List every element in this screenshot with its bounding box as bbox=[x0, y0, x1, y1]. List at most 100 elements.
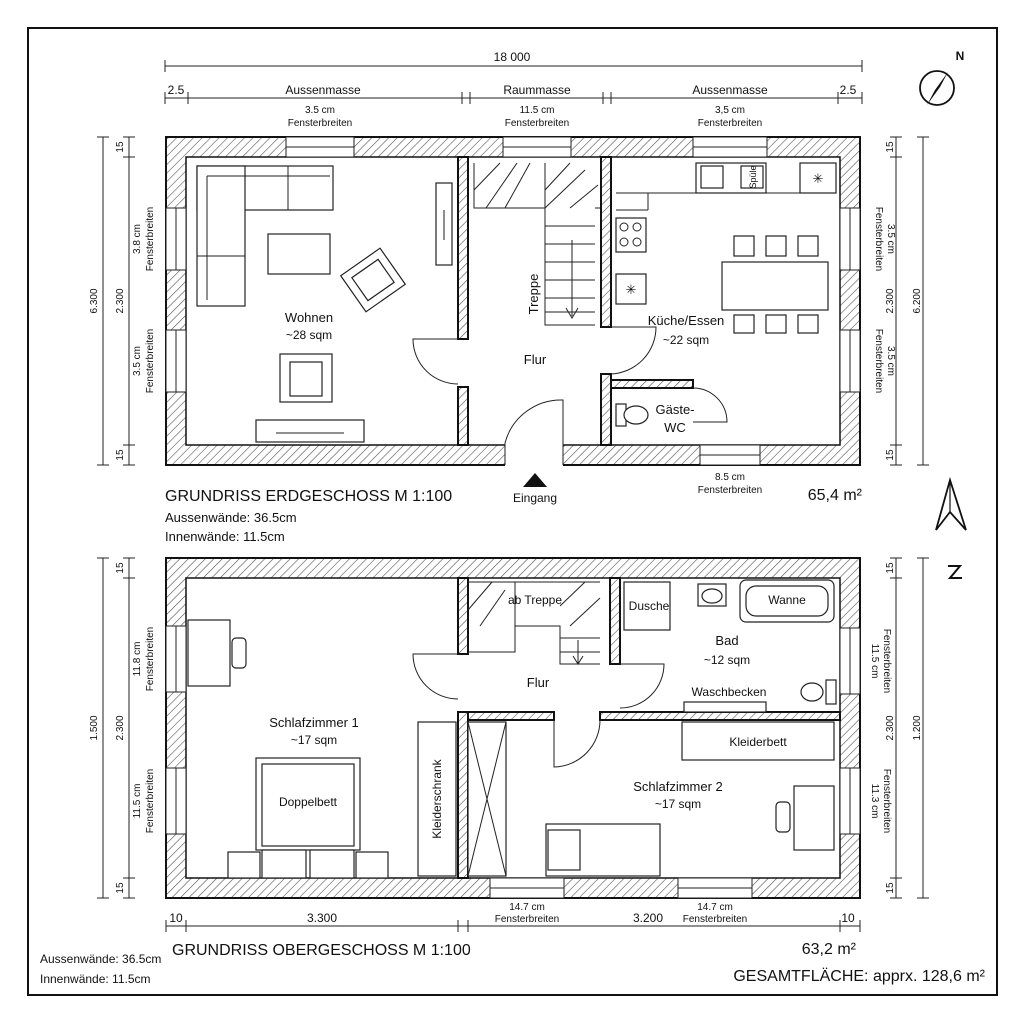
room-bad-area: ~12 sqm bbox=[704, 653, 750, 667]
svg-text:Fensterbreiten: Fensterbreiten bbox=[873, 329, 884, 393]
room-flur-eg: Flur bbox=[524, 352, 547, 367]
svg-text:Fensterbreiten: Fensterbreiten bbox=[683, 914, 747, 925]
desk-2 bbox=[793, 785, 835, 851]
entrance-label: Eingang bbox=[513, 491, 557, 505]
dim-right-total-eg: 6.200 bbox=[912, 288, 923, 313]
dim-bottom-left-small: 10 bbox=[169, 911, 183, 925]
sheet-frame bbox=[27, 27, 998, 996]
svg-text:✳: ✳ bbox=[813, 171, 824, 186]
armchair bbox=[339, 247, 407, 313]
dim-aussenmasse-left: Aussenmasse bbox=[285, 83, 361, 97]
double-bed bbox=[227, 757, 389, 879]
dim-right-win-a-eg: 3.5 cm bbox=[885, 224, 896, 254]
eg-title: GRUNDRISS ERDGESCHOSS M 1:100 bbox=[165, 488, 452, 505]
north-label: N bbox=[956, 49, 965, 63]
dim-left-mid-eg: 2.300 bbox=[115, 288, 126, 313]
svg-text:Fensterbreiten: Fensterbreiten bbox=[881, 629, 892, 693]
staircase bbox=[473, 162, 600, 326]
label-doppelbett: Doppelbett bbox=[279, 795, 338, 809]
armchair-2 bbox=[279, 353, 333, 403]
room-schlaf1: Schlafzimmer 1 bbox=[269, 715, 359, 730]
sink-icon bbox=[697, 583, 727, 607]
dim-right-mid-og: 2.300 bbox=[885, 715, 896, 740]
svg-text:✳: ✳ bbox=[626, 282, 637, 297]
dim-win-top-2-label: Fensterbreiten bbox=[505, 118, 569, 129]
dim-left-total-og: 1.500 bbox=[89, 715, 100, 740]
dim-win-top-1-label: Fensterbreiten bbox=[288, 118, 352, 129]
room-wohnen: Wohnen bbox=[285, 310, 333, 325]
dim-bottom-right-small: 10 bbox=[841, 911, 855, 925]
room-wohnen-area: ~28 sqm bbox=[286, 328, 332, 342]
og-area: 63,2 m² bbox=[802, 941, 857, 958]
dim-left-bot-og: 15 bbox=[115, 882, 126, 894]
wardrobe-1 bbox=[417, 721, 457, 877]
dim-right-mid-eg: 2.300 bbox=[885, 288, 896, 313]
footer-note-outer: Aussenwände: 36.5cm bbox=[40, 952, 161, 966]
room-schlaf2: Schlafzimmer 2 bbox=[633, 779, 723, 794]
label-waschbecken: Waschbecken bbox=[692, 685, 767, 699]
ground-floor-plan: Spüle ✳ ✳ bbox=[165, 136, 861, 487]
eg-right-dimensions: 6.200 2.300 15 15 Fensterbreiten 3.5 cm … bbox=[873, 136, 929, 466]
dim-top-left-small: 2.5 bbox=[168, 83, 185, 97]
dim-left-win-a-og: 11.8 cm bbox=[132, 642, 143, 677]
room-wc-line1: Gäste- bbox=[655, 402, 694, 417]
dim-win-top-1: 3.5 cm bbox=[305, 105, 335, 116]
dining-table bbox=[721, 261, 829, 311]
top-dimensions: 18 000 2.5 Aussenmasse Raummasse Aussenm… bbox=[164, 50, 863, 129]
tv-board bbox=[255, 419, 365, 443]
dim-right-win-b-eg: 3.5 cm bbox=[885, 346, 896, 376]
vanity bbox=[683, 701, 767, 713]
svg-text:Fensterbreiten: Fensterbreiten bbox=[145, 627, 156, 691]
room-bad: Bad bbox=[715, 633, 738, 648]
dim-left-top-eg: 15 bbox=[115, 141, 126, 153]
svg-text:Fensterbreiten: Fensterbreiten bbox=[145, 329, 156, 393]
label-dusche: Dusche bbox=[629, 599, 670, 613]
dim-bottom-mid-right: 3.200 bbox=[633, 911, 663, 925]
eg-left-dimensions: 6.300 2.300 15 15 3.8 cm Fensterbreiten … bbox=[89, 136, 156, 466]
north-arrow-mid-icon bbox=[935, 476, 967, 531]
dim-win-bottom-eg: 8.5 cm bbox=[715, 472, 745, 483]
room-flur-og: Flur bbox=[527, 675, 550, 690]
dim-bottom-mid-left: 3.300 bbox=[307, 911, 337, 925]
dim-aussenmasse-right: Aussenmasse bbox=[692, 83, 768, 97]
toilet-og-icon bbox=[800, 679, 837, 705]
og-left-dimensions: 1.500 2.300 15 15 11.8 cm Fensterbreiten… bbox=[89, 557, 156, 899]
room-schlaf2-area: ~17 sqm bbox=[655, 797, 701, 811]
sofa-corner bbox=[196, 165, 334, 307]
label-kleiderbett: Kleiderbett bbox=[729, 735, 787, 749]
dim-raummasse: Raummasse bbox=[503, 83, 571, 97]
eg-note-inner: Innenwände: 11.5cm bbox=[165, 529, 285, 544]
total-area: GESAMTFLÄCHE: apprx. 128,6 m² bbox=[733, 967, 985, 985]
dim-win-bottom-og-1: 14.7 cm bbox=[509, 902, 545, 913]
dim-right-bot-eg: 15 bbox=[885, 449, 896, 461]
dim-left-mid-og: 2.300 bbox=[115, 715, 126, 740]
room-treppe: Treppe bbox=[526, 274, 541, 315]
wardrobe-2 bbox=[467, 721, 507, 877]
north-arrow-small-icon bbox=[947, 565, 963, 579]
svg-text:Fensterbreiten: Fensterbreiten bbox=[881, 769, 892, 833]
dim-left-win-b-eg: 3.5 cm bbox=[132, 346, 143, 376]
room-schlaf1-area: ~17 sqm bbox=[291, 733, 337, 747]
svg-text:Fensterbreiten: Fensterbreiten bbox=[495, 914, 559, 925]
coffee-table bbox=[267, 233, 331, 275]
dim-right-total-og: 1.200 bbox=[912, 715, 923, 740]
stove bbox=[615, 217, 647, 253]
dim-left-total-eg: 6.300 bbox=[89, 288, 100, 313]
upper-floor-plan bbox=[165, 557, 861, 899]
room-wc-line2: WC bbox=[664, 420, 686, 435]
dim-right-top-og: 15 bbox=[885, 562, 896, 574]
og-right-dimensions: 1.200 2.300 15 15 11.5 cm Fensterbreiten… bbox=[869, 557, 929, 899]
svg-text:Fensterbreiten: Fensterbreiten bbox=[145, 769, 156, 833]
desk-1 bbox=[187, 619, 231, 687]
label-kleiderschrank: Kleiderschrank bbox=[430, 758, 444, 838]
dim-right-win-b-og: 11.3 cm bbox=[869, 784, 880, 819]
svg-text:Fensterbreiten: Fensterbreiten bbox=[873, 207, 884, 271]
wardrobe-3 bbox=[681, 721, 835, 761]
dim-win-bottom-og-2: 14.7 cm bbox=[697, 902, 733, 913]
label-ab-treppe: ab Treppe bbox=[508, 593, 562, 607]
dim-top-right-small: 2.5 bbox=[840, 83, 857, 97]
dim-left-win-b-og: 11.5 cm bbox=[132, 784, 143, 819]
dim-right-win-a-og: 11.5 cm bbox=[869, 644, 880, 679]
dim-right-bot-og: 15 bbox=[885, 882, 896, 894]
dim-win-top-3: 3,5 cm bbox=[715, 105, 745, 116]
